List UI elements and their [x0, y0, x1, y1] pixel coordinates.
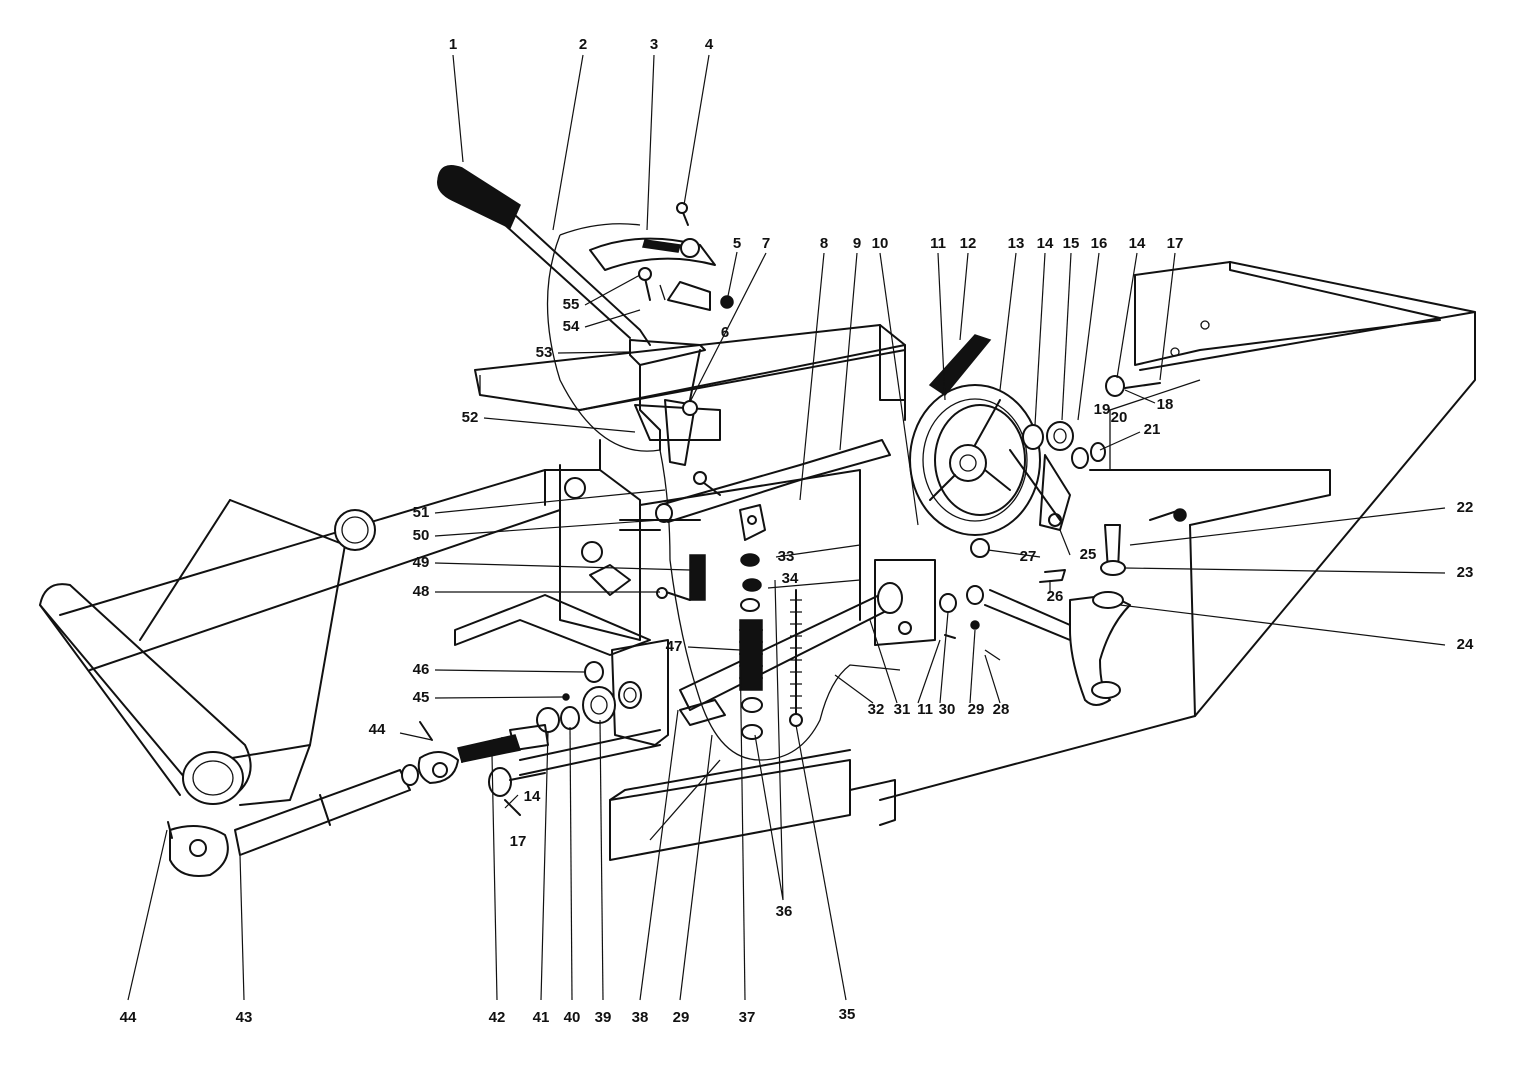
callout-27: 27 [1019, 548, 1037, 565]
hub-parts [1009, 375, 1161, 531]
callout-41: 41 [532, 1009, 550, 1026]
callout-13: 13 [1007, 235, 1025, 252]
callout-53: 53 [535, 344, 553, 361]
spring-stack [689, 504, 803, 740]
callout-11a: 11 [930, 235, 946, 252]
callout-47: 47 [665, 638, 683, 655]
callout-15: 15 [1062, 235, 1080, 252]
callout-6: 6 [720, 324, 730, 341]
callout-17b: 17 [509, 833, 527, 850]
callout-44a: 44 [119, 1009, 137, 1026]
callout-24: 24 [1456, 636, 1474, 653]
lower-channel [454, 594, 896, 861]
upper-bracket [589, 202, 734, 466]
callout-1: 1 [448, 36, 458, 53]
upper-shaft [655, 439, 891, 523]
callout-12: 12 [959, 235, 977, 252]
callout-28: 28 [992, 701, 1010, 718]
callout-30: 30 [938, 701, 956, 718]
callout-9: 9 [852, 235, 862, 252]
callout-46: 46 [412, 661, 430, 678]
callout-40: 40 [563, 1009, 581, 1026]
callout-37: 37 [738, 1009, 756, 1026]
drive-shaft [167, 721, 549, 877]
callout-11b: 11 [917, 701, 933, 718]
callout-8: 8 [819, 235, 829, 252]
callout-51: 51 [412, 504, 430, 521]
callout-34: 34 [781, 570, 799, 587]
callout-44b: 44 [368, 721, 386, 738]
callout-49: 49 [412, 554, 430, 571]
pulley [909, 334, 1041, 536]
callout-20: 20 [1110, 409, 1128, 426]
callout-48: 48 [412, 583, 430, 600]
callout-43: 43 [235, 1009, 253, 1026]
callout-2: 2 [578, 36, 588, 53]
callout-26: 26 [1046, 588, 1064, 605]
lower-shaft [679, 538, 1066, 711]
callout-7: 7 [761, 235, 771, 252]
callout-55: 55 [562, 296, 580, 313]
callout-18: 18 [1156, 396, 1174, 413]
upper-platform [474, 324, 906, 421]
callout-19: 19 [1093, 401, 1111, 418]
callout-38: 38 [631, 1009, 649, 1026]
callout-32: 32 [867, 701, 885, 718]
callout-31: 31 [893, 701, 911, 718]
frame [879, 261, 1476, 801]
callout-45: 45 [412, 689, 430, 706]
callout-3: 3 [649, 36, 659, 53]
callout-35: 35 [838, 1006, 856, 1023]
callout-50: 50 [412, 527, 430, 544]
callout-10: 10 [871, 235, 889, 252]
callout-14c: 14 [523, 788, 541, 805]
callout-39: 39 [594, 1009, 612, 1026]
callout-25: 25 [1079, 546, 1097, 563]
callout-14b: 14 [1128, 235, 1146, 252]
yoke-parts [984, 508, 1187, 706]
left-frame-member [39, 439, 601, 806]
control-lever [437, 165, 651, 346]
callout-23: 23 [1456, 564, 1474, 581]
callout-16: 16 [1090, 235, 1108, 252]
callout-54: 54 [562, 318, 580, 335]
leader-lines [127, 54, 1446, 1001]
callout-36: 36 [775, 903, 793, 920]
callout-29a: 29 [967, 701, 985, 718]
left-bracket [589, 519, 701, 601]
callout-4: 4 [704, 36, 714, 53]
callout-17a: 17 [1166, 235, 1184, 252]
callout-52: 52 [461, 409, 479, 426]
callout-21: 21 [1143, 421, 1161, 438]
callout-42: 42 [488, 1009, 506, 1026]
center-pillar [559, 464, 861, 641]
callout-22: 22 [1456, 499, 1474, 516]
callout-14a: 14 [1036, 235, 1054, 252]
cable-outline [546, 223, 901, 761]
callout-5: 5 [732, 235, 742, 252]
callout-33: 33 [777, 548, 795, 565]
callout-29b: 29 [672, 1009, 690, 1026]
